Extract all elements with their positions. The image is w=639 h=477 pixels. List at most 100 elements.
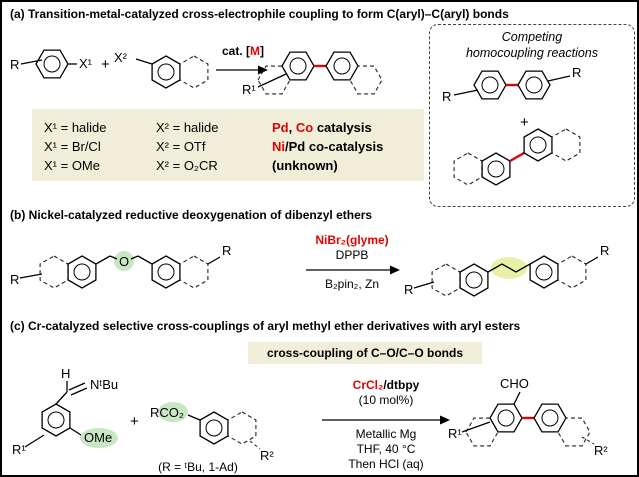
aromatic-circle [465,271,483,289]
optional-fused-ring [453,152,483,186]
ome-label: OMe [84,430,112,445]
reactant-aryl-x1: R X¹ [10,49,93,79]
substrate-scope-box: X¹ = halide X¹ = Br/Cl X¹ = OMe X² = hal… [32,109,424,181]
r-label: R [10,57,19,72]
r-label: R [10,272,19,287]
catalyst-label: cat. [M] [222,44,264,58]
panel-c-title: (c) Cr-catalyzed selective cross-couplin… [10,319,521,333]
aromatic-circle [333,57,351,75]
catalysis-row-2: Ni/Pd co-catalysis [272,139,384,154]
ester-label: RCO₂ [150,405,184,420]
competing-structures: R R + [442,65,581,186]
table-cell: X¹ = Br/Cl [44,139,101,154]
dashed-bond [249,440,261,450]
bond [69,427,82,436]
aromatic-circle [481,76,499,94]
aromatic-circle [487,160,505,178]
r-label: R [442,89,451,104]
bond [257,73,287,88]
r1-label: R¹ [242,82,256,97]
aryl-imine-reactant: H NᵗBu OMe R¹ [12,366,118,457]
benzene-ring [533,403,567,433]
aromatic-circle [529,136,547,154]
optional-fused-ring [179,255,209,289]
optional-fused-ring [179,55,209,89]
bond [137,255,153,265]
optional-fused-ring [551,128,581,162]
benzene-ring [473,70,507,100]
biaryl-aldehyde-product: CHO R¹ R² [448,376,608,458]
reactant-aryl-x2: X² [114,50,209,89]
reaction-arrow-b: NiBr₂(glyme) DPPB B₂pin₂, Zn [306,233,400,291]
competing-title-line1: Competing [501,30,563,44]
benzene-ring [281,51,315,81]
h-label: H [61,366,70,381]
bond [487,263,503,273]
condition-loading: (10 mol%) [359,393,414,407]
scheme-c: H NᵗBu OMe R¹ + RCO₂ R² (R = ᵗBu, 1-Ad) … [12,366,608,474]
plus-sign: + [520,114,529,131]
panel-b-title: (b) Nickel-catalyzed reductive deoxygena… [10,208,373,222]
condition-b2pin2: B₂pin₂, Zn [325,277,379,291]
condition-dppb: DPPB [336,248,369,262]
homocoupling-product-binaphthyl [453,128,581,186]
benzene-ring [151,255,181,289]
aromatic-circle [205,419,223,437]
aromatic-circle [535,263,553,281]
table-cell: X¹ = halide [44,120,107,135]
benzene-ring [41,403,71,437]
panel-a-title: (a) Transition-metal-catalyzed cross-ele… [10,7,509,21]
benzene-ring [35,49,69,79]
r1-label: R¹ [12,442,26,457]
r2-label: R² [260,448,274,463]
benzene-ring [481,152,511,186]
r1-label: R¹ [448,426,462,441]
plus-sign: + [101,56,110,73]
benzene-ring [523,128,553,162]
aromatic-circle [43,55,61,73]
bond [501,263,517,273]
catalysis-row-3: (unknown) [272,158,338,173]
benzene-ring [67,255,97,289]
table-cell: X² = O₂CR [156,158,218,173]
table-cell: X¹ = OMe [44,158,100,173]
imine-label: NᵗBu [90,377,118,392]
aromatic-circle [157,63,175,81]
homo-cc-bond [509,151,525,163]
aryl-ester-reactant: RCO₂ R² (R = ᵗBu, 1-Ad) [150,402,274,474]
reaction-arrow-a: cat. [M] [216,44,268,75]
imine-double-bond [68,382,86,391]
benzene-ring [489,403,523,433]
optional-fused-ring [557,255,587,289]
scheme-a: R X¹ + X² cat. [M] R¹ [10,44,383,97]
bond [130,255,139,260]
bond [95,255,111,265]
competing-title-line2: homocoupling reactions [465,46,599,60]
condition-hcl: Then HCl (aq) [348,457,423,471]
benzene-ring [325,51,359,81]
condition-crcl2: CrCl₂/dtbpy [353,378,420,392]
table-cell: X² = OTf [156,139,206,154]
homocoupling-product-biphenyl: R R [442,65,581,104]
bond [187,414,201,421]
benzene-ring [199,411,229,445]
bond [547,75,571,82]
r-label: R [572,65,581,80]
ome-highlight [80,428,118,448]
r-label: R [404,282,413,297]
reaction-arrow-c: CrCl₂/dtbpy (10 mol%) Metallic Mg THF, 4… [322,378,450,471]
bond [135,58,153,65]
bond [19,273,43,279]
optional-fused-ring [431,263,461,297]
bond [55,391,68,405]
condition-nibr2: NiBr₂(glyme) [315,233,388,247]
dashed-bond [581,436,595,445]
x1-column: X¹ = halide X¹ = Br/Cl X¹ = OMe [44,118,140,175]
competing-box: Competing homocoupling reactions R R + [429,24,635,207]
table-cell: X² = halide [156,120,219,135]
benzene-ring [517,70,551,100]
plus-sign: + [130,413,139,430]
bond [513,391,521,405]
oxygen-label: O [119,254,129,269]
scheme-b: R O R NiBr₂(glyme) DPPB B₂pin₂, Zn R [10,233,609,297]
